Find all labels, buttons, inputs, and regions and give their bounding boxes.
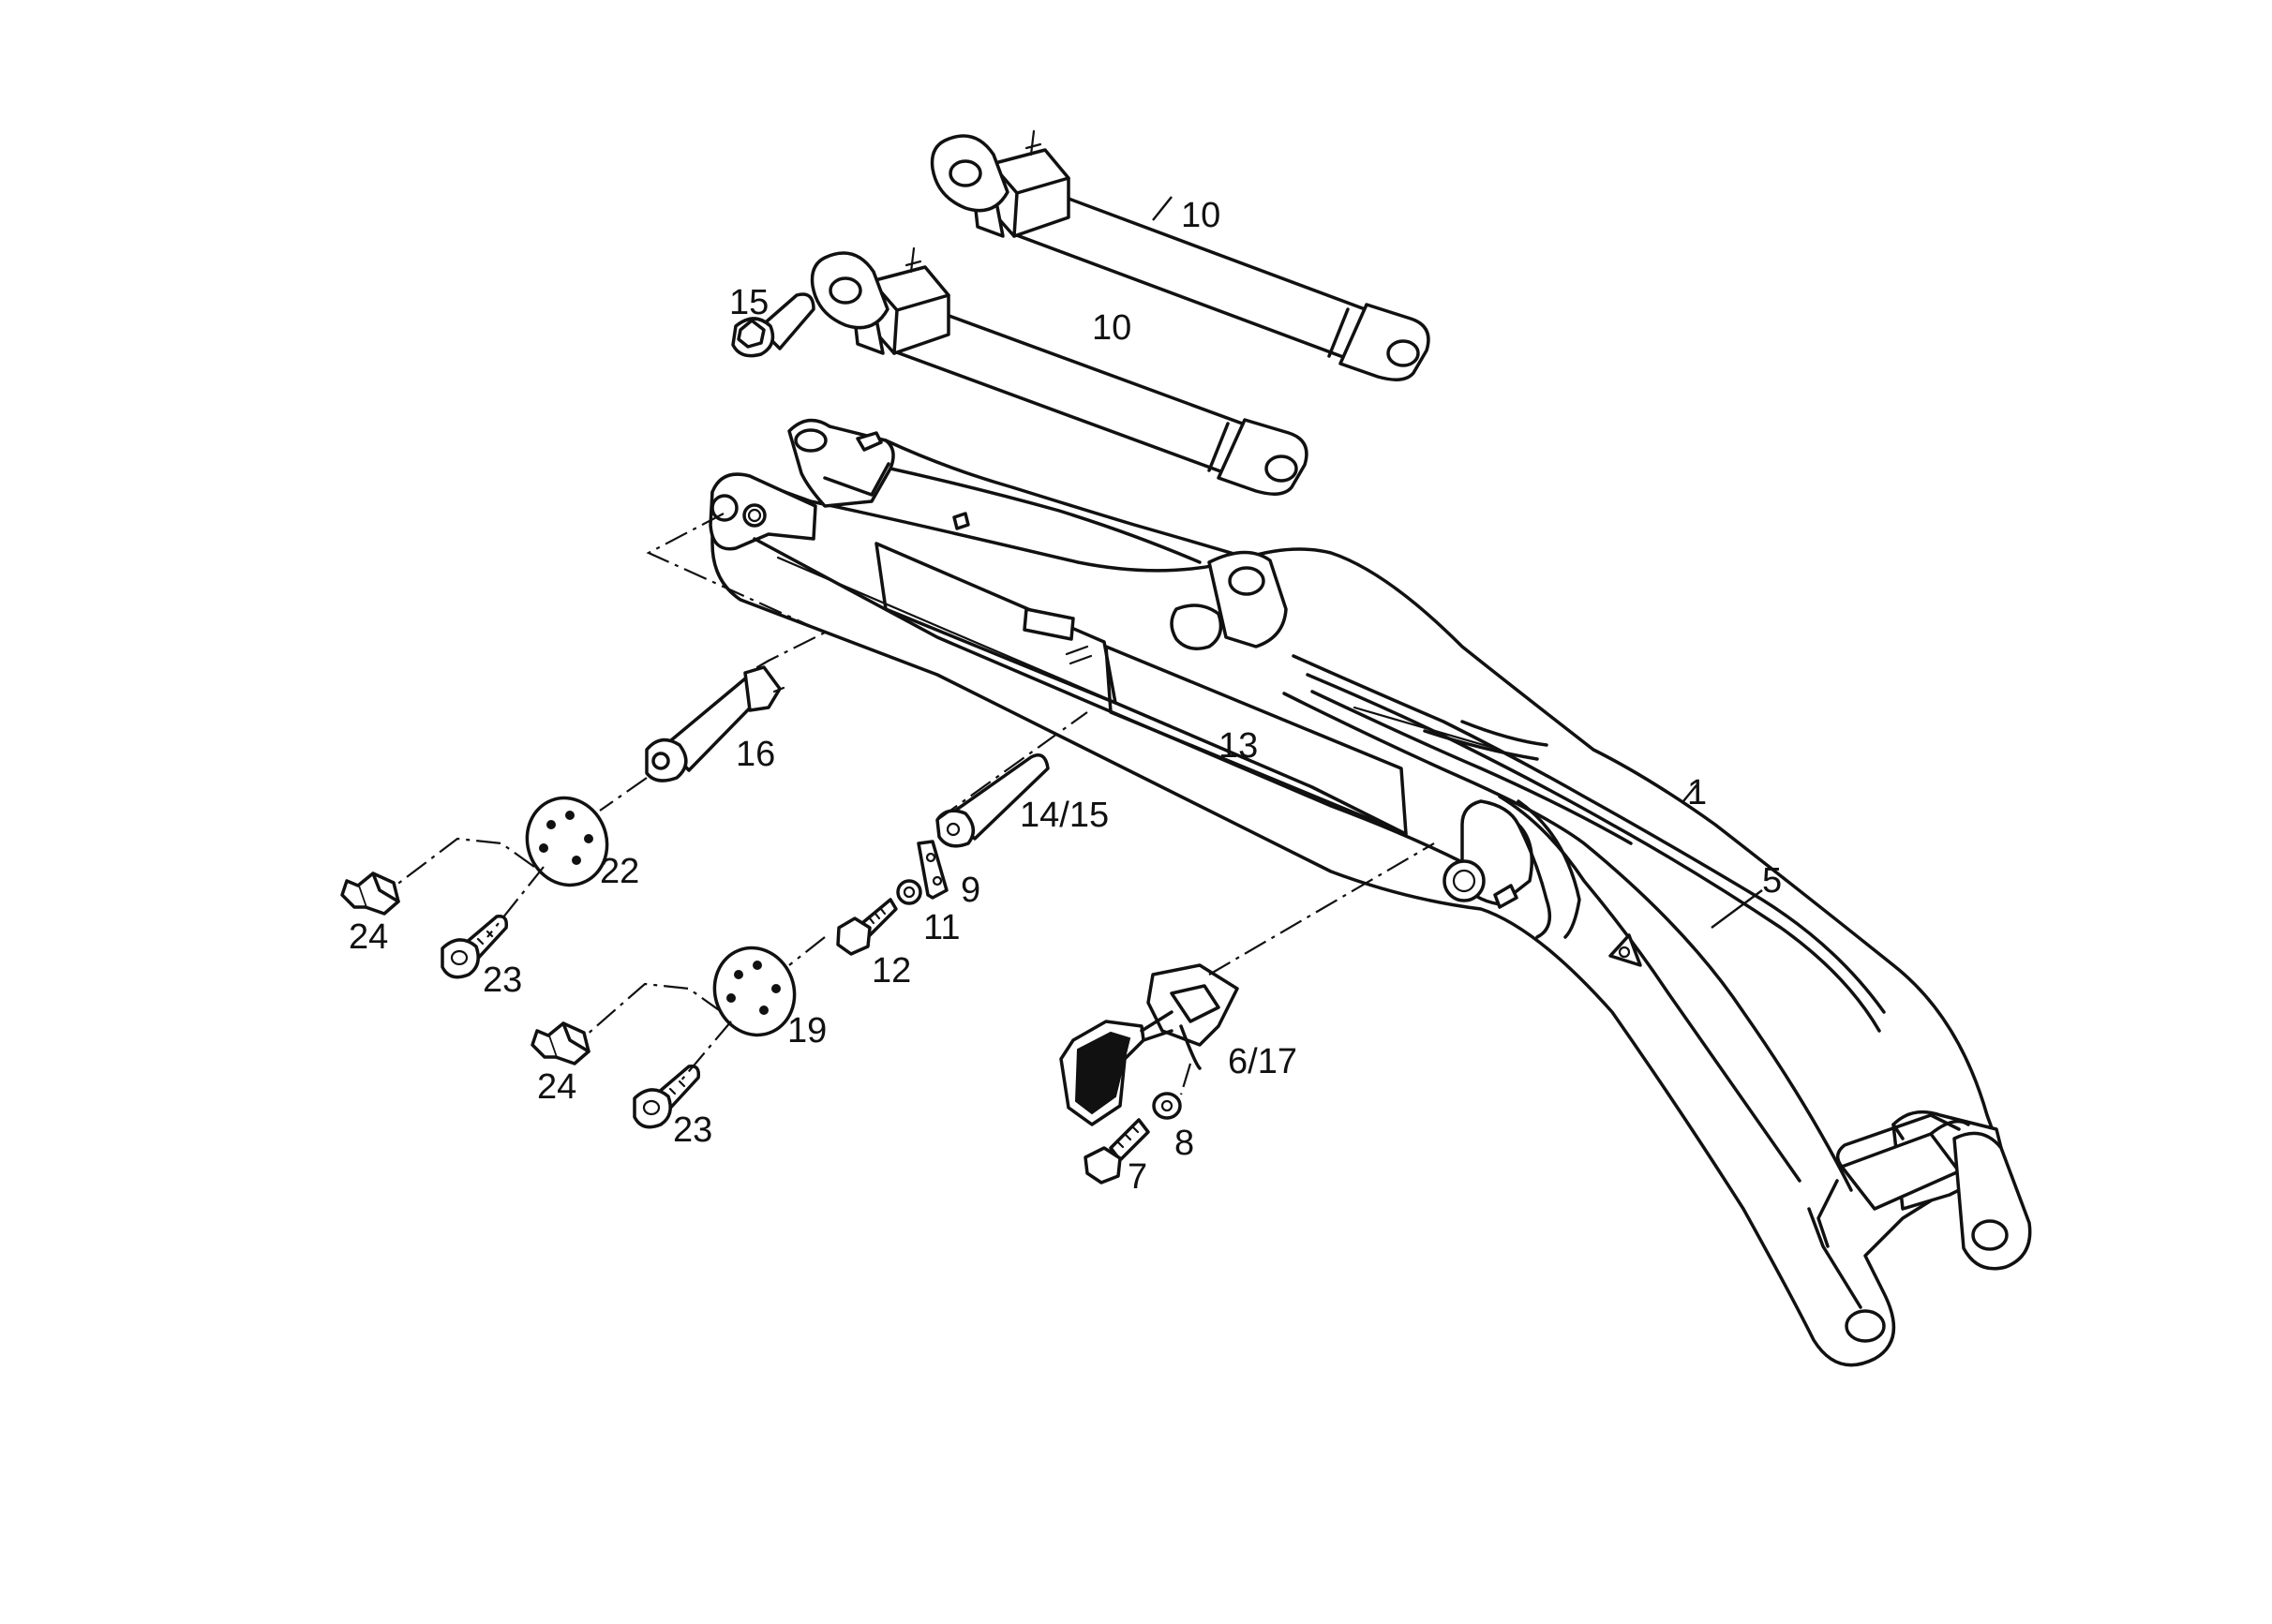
callout-10-lower: 10	[1092, 308, 1131, 348]
foot-step-6-17	[1059, 963, 1239, 1126]
disc-19	[712, 946, 797, 1037]
callout-7: 7	[1128, 1157, 1147, 1197]
bolt-23-lower	[633, 1065, 701, 1129]
washer-8	[1152, 1092, 1182, 1120]
disc-22	[525, 796, 609, 887]
callout-5: 5	[1762, 861, 1782, 901]
lock-plate-9	[917, 840, 949, 900]
main-boom	[709, 418, 2032, 1367]
callout-10-upper: 10	[1181, 196, 1220, 235]
bolt-12	[836, 898, 898, 956]
callout-9: 9	[961, 871, 980, 910]
callout-6-17: 6/17	[1228, 1042, 1297, 1081]
bolt-7	[1084, 1118, 1150, 1184]
assembly-lines	[395, 513, 1435, 1095]
callout-13: 13	[1218, 726, 1258, 766]
callout-19: 19	[787, 1011, 827, 1050]
callout-15: 15	[729, 283, 769, 322]
callout-12: 12	[872, 951, 911, 991]
bolt-23-upper	[441, 915, 509, 979]
callout-16: 16	[736, 735, 775, 774]
callout-23-lower: 23	[673, 1110, 712, 1150]
leader-lines	[1152, 196, 1763, 929]
callout-11: 11	[923, 908, 960, 947]
pin-14-15	[935, 753, 1050, 848]
callout-23-upper: 23	[483, 961, 522, 1000]
callout-labels: 10 10 15 16 13 1 5 14/15 9 11 12 22 24 2…	[349, 196, 1782, 1197]
screw-24-upper	[340, 872, 400, 916]
hydraulic-cylinder-lower	[810, 246, 1308, 496]
callout-14-15: 14/15	[1020, 796, 1109, 835]
pin-15-top	[731, 292, 815, 358]
washer-11	[896, 879, 922, 905]
screw-24-lower	[531, 1021, 590, 1065]
callout-24-lower: 24	[537, 1067, 576, 1107]
callout-24-upper: 24	[349, 917, 388, 957]
hydraulic-cylinder-upper	[930, 129, 1430, 381]
callout-22: 22	[600, 852, 639, 891]
callout-8: 8	[1174, 1124, 1194, 1163]
pin-16	[645, 659, 785, 782]
callout-1: 1	[1687, 773, 1707, 812]
